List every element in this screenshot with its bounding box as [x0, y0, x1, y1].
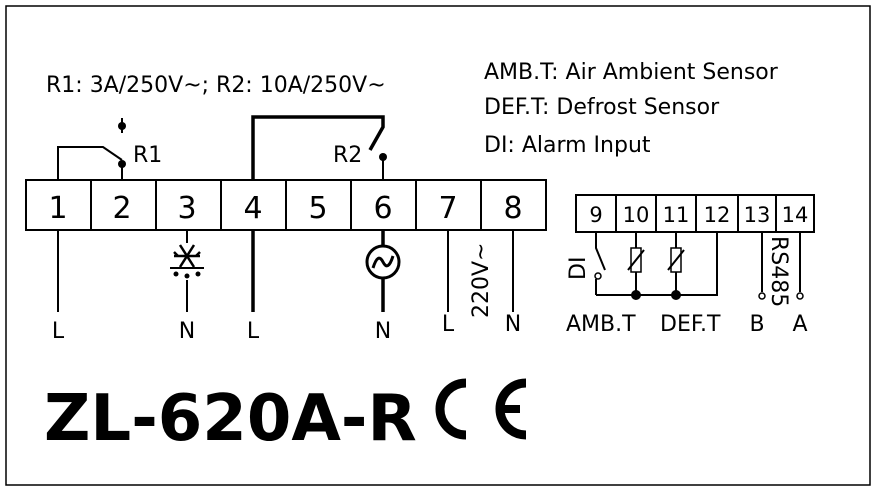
wire-label-t8: N	[505, 312, 521, 337]
ce-mark-icon: CE	[435, 378, 527, 440]
rs485-port: RS485 B A	[749, 232, 808, 337]
model-number: ZL-620A-R	[44, 382, 417, 456]
supply-voltage: 220V~	[469, 243, 494, 318]
def-sensor	[667, 232, 685, 295]
di-label: DI	[566, 257, 591, 280]
terminal-13: 13	[744, 203, 771, 227]
wire-label-t7: L	[442, 312, 455, 337]
terminal-5: 5	[308, 191, 327, 226]
legend-amb: AMB.T: Air Ambient Sensor	[484, 60, 779, 85]
rs485-b-label: B	[749, 312, 764, 337]
terminal-7: 7	[438, 191, 457, 226]
relay-r1: R1	[57, 118, 162, 180]
relay-r1-label: R1	[133, 143, 162, 168]
relay-r2-label: R2	[333, 143, 362, 168]
terminal-10: 10	[623, 203, 650, 227]
amb-sensor	[627, 232, 645, 295]
compressor-icon	[365, 230, 401, 312]
terminal-9: 9	[589, 203, 602, 227]
main-terminal-block: 1 2 3 4 5 6 7 8	[25, 179, 547, 231]
terminal-14: 14	[782, 203, 809, 227]
legend-def: DEF.T: Defrost Sensor	[484, 95, 720, 120]
terminal-12: 12	[704, 203, 731, 227]
terminal-2: 2	[112, 191, 131, 226]
amb-label: AMB.T	[566, 312, 636, 337]
relay-r2: R2	[251, 115, 387, 180]
terminal-11: 11	[663, 203, 690, 227]
legend-di: DI: Alarm Input	[484, 133, 651, 158]
aux-terminal-block: 9 10 11 12 13 14	[575, 194, 815, 233]
terminal-3: 3	[177, 191, 196, 226]
wire-label-t1: L	[52, 319, 65, 344]
terminal-6: 6	[373, 191, 392, 226]
wire-label-t4: L	[247, 319, 260, 344]
terminal-1: 1	[48, 191, 67, 226]
wire-label-t3: N	[179, 319, 195, 344]
label-frame	[5, 5, 871, 486]
def-label: DEF.T	[660, 312, 721, 337]
terminal-8: 8	[503, 191, 522, 226]
relay-rating: R1: 3A/250V~; R2: 10A/250V~	[46, 73, 386, 98]
snowflake-heater-icon	[170, 230, 204, 312]
rs485-label: RS485	[766, 236, 791, 307]
rs485-a-label: A	[792, 312, 807, 337]
terminal-4: 4	[243, 191, 262, 226]
di-switch: DI	[566, 232, 606, 295]
wire-label-t6: N	[375, 319, 391, 344]
